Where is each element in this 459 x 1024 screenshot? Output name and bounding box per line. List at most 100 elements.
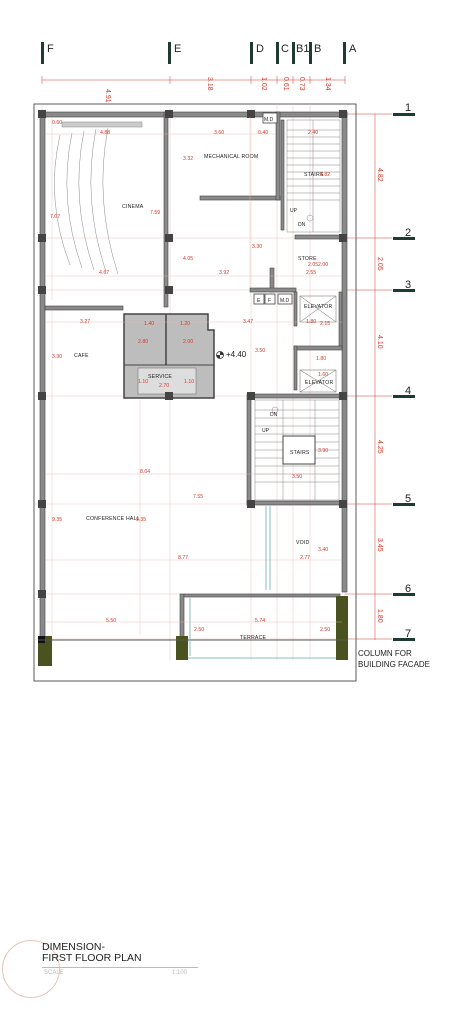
- dn-mid-label: DN: [270, 412, 278, 418]
- col-dim-DC: 1.02: [260, 77, 267, 91]
- drawing-title: DIMENSION- FIRST FLOOR PLAN: [42, 942, 142, 964]
- wall-mech-right: [275, 111, 281, 201]
- dim-label: 3.47: [243, 319, 253, 325]
- wall-elev2-left: [293, 345, 298, 391]
- e-label: E: [257, 298, 261, 304]
- dim-label: 2.70: [159, 383, 169, 389]
- wall-terrace-top: [183, 593, 341, 598]
- wall-stair-mid-left: [246, 393, 252, 505]
- dim-label: 3.27: [80, 319, 90, 325]
- wall-outer-left: [39, 111, 46, 638]
- wall-stair-top-left: [280, 119, 285, 231]
- dim-label: 5.50: [106, 618, 116, 624]
- dim-label: 2.50: [320, 627, 330, 633]
- sheet-border: [33, 103, 357, 682]
- stairs-mid: [254, 399, 340, 501]
- dim-label: 2.80: [138, 339, 148, 345]
- dim-label: 1.10: [184, 379, 194, 385]
- wall-row5: [246, 500, 346, 506]
- floor-plan-drawing: F E D C B1 B A 4.91 3.18 1.02 0.61 0.73 …: [33, 42, 430, 682]
- dim-label: 0.40: [258, 130, 268, 136]
- room-void: VOID: [296, 540, 310, 546]
- dim-label: 4.67: [99, 270, 109, 276]
- col-dim-CB1: 0.61: [282, 77, 289, 91]
- dim-label: 2.00: [318, 262, 328, 268]
- dim-label: 2.77: [300, 555, 310, 561]
- dim-label: 1.80: [306, 319, 316, 325]
- room-store: STORE: [298, 256, 317, 262]
- wall-outer-right-upper: [341, 111, 348, 593]
- room-cinema: CINEMA: [122, 204, 144, 210]
- room-elevator-1: ELEVATOR: [304, 304, 332, 310]
- row-dim-45: 4.25: [376, 440, 383, 454]
- dim-label: 3.50: [292, 474, 302, 480]
- column-dimension-string: [41, 76, 346, 84]
- row-dim-23: 2.05: [376, 257, 383, 271]
- room-mechanical: MECHANICAL ROOM: [204, 154, 258, 160]
- wall-cinema-right: [163, 111, 169, 308]
- dim-label: 3.32: [183, 156, 193, 162]
- title-block: DIMENSION- FIRST FLOOR PLAN SCALE 1:100: [0, 930, 459, 1024]
- facade-note-line2: BUILDING FACADE: [358, 660, 430, 669]
- col-dim-FE: 4.91: [104, 89, 111, 103]
- dim-label: 7.55: [193, 494, 203, 500]
- drawing-title-line1: DIMENSION-: [42, 941, 105, 953]
- title-rule: [42, 967, 198, 968]
- grid-label-6: 6: [405, 583, 411, 595]
- dim-label: 3.50: [255, 348, 265, 354]
- dim-label: 3.30: [52, 354, 62, 360]
- dim-label: 3.90: [318, 448, 328, 454]
- facade-column-right: [336, 596, 348, 660]
- room-stairs-top: STAIRS: [304, 172, 324, 178]
- wall-row3: [249, 287, 297, 293]
- row-dim-12: 4.82: [376, 168, 383, 182]
- stairs-top: [286, 119, 341, 233]
- room-elevator-2: ELEVATOR: [305, 380, 333, 386]
- dim-label: 4.05: [183, 256, 193, 262]
- structural-columns: [38, 110, 347, 598]
- md-top-label: M.D: [264, 117, 274, 123]
- dim-label: 3.30: [252, 244, 262, 250]
- room-cafe: CAFE: [74, 353, 89, 359]
- dim-label: 2.05: [308, 262, 318, 268]
- grid-label-A: A: [349, 43, 357, 55]
- facade-column-mid: [176, 636, 188, 660]
- grid-label-F: F: [47, 43, 54, 55]
- wall-cafe-top: [44, 305, 124, 311]
- title-circle-decoration: [2, 940, 60, 998]
- wall-mech-bottom: [199, 195, 281, 201]
- small-labels: M.D E F M.D UP DN UP DN: [257, 117, 306, 434]
- grid-label-3: 3: [405, 279, 411, 291]
- scale-label: SCALE: [44, 970, 64, 976]
- grid-label-7: 7: [405, 628, 411, 640]
- grid-marker-F: [41, 42, 44, 64]
- dim-label: 9.35: [52, 517, 62, 523]
- dim-label: 7.59: [150, 210, 160, 216]
- facade-column-left: [38, 636, 52, 666]
- dim-label: 8.04: [140, 469, 150, 475]
- wall-row2: [294, 234, 346, 240]
- dim-label: 0.60: [52, 120, 62, 126]
- dim-label: 1.10: [138, 379, 148, 385]
- wall-outer-top: [39, 111, 348, 118]
- wall-elev-mid: [293, 345, 343, 351]
- room-terrace: TERRACE: [240, 635, 267, 641]
- dim-label: 4.82: [320, 172, 330, 178]
- grid-label-C: C: [281, 43, 289, 55]
- dn-top-label: DN: [298, 222, 306, 228]
- grid-label-D: D: [256, 43, 264, 55]
- facade-columns: [38, 596, 348, 666]
- grid-label-B: B: [314, 43, 321, 55]
- grid-label-2: 2: [405, 227, 411, 239]
- dim-label: 2.55: [306, 270, 316, 276]
- dim-label: 9.35: [136, 517, 146, 523]
- shaft-boxes: [253, 112, 293, 305]
- drawing-title-line2: FIRST FLOOR PLAN: [42, 952, 142, 964]
- grid-marker-B: [309, 42, 312, 64]
- dim-label: 3.40: [318, 547, 328, 553]
- dim-label: 2.50: [194, 627, 204, 633]
- wall-row4-right: [249, 393, 346, 399]
- row-dim-56: 3.45: [376, 538, 383, 552]
- row-grid-markers: 1 2 3 4 5 6 7: [393, 102, 415, 641]
- dim-label: 3.60: [214, 130, 224, 136]
